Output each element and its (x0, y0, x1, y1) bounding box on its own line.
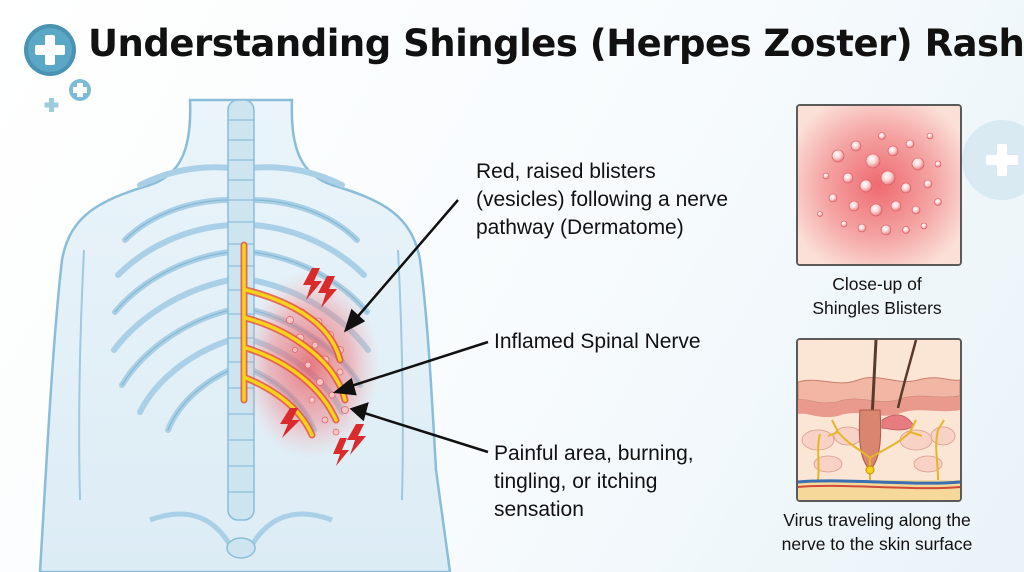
torso-anatomy-illustration (38, 98, 489, 572)
medical-plus-icon (24, 24, 76, 76)
nerve-skin-cross-section-image (798, 340, 960, 500)
annotation-arrows (332, 199, 489, 454)
page-title: Understanding Shingles (Herpes Zoster) R… (88, 22, 1024, 65)
skin-cross-section-panel (796, 338, 962, 502)
virus-caption: Virus traveling along the nerve to the s… (781, 510, 973, 554)
closeup-blisters-panel (796, 104, 962, 266)
blisters-label: Red, raised blisters (vesicles) followin… (476, 160, 729, 239)
decorative-plus-icon (962, 120, 1024, 200)
painful-area-label: Painful area, burning, tingling, or itch… (494, 442, 694, 521)
lightning-bolt-icon (280, 268, 366, 466)
inflamed-nerve-label: Inflamed Spinal Nerve (494, 330, 701, 353)
small-plus-icon (44, 79, 91, 112)
closeup-caption: Close-up of Shingles Blisters (812, 274, 942, 318)
blisters-closeup-image (798, 106, 960, 264)
